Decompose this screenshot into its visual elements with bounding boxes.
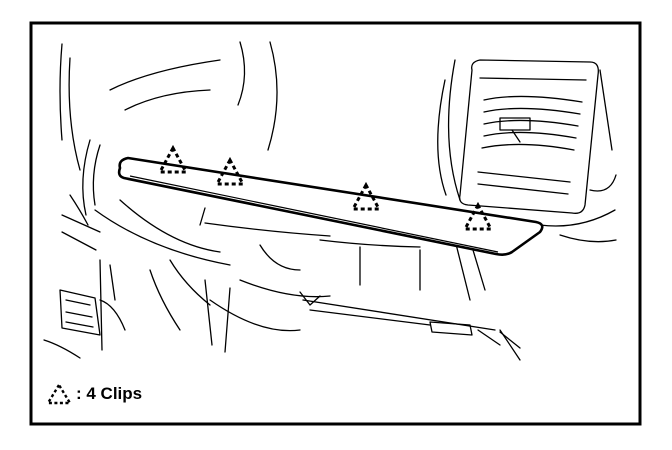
clip-marker xyxy=(157,144,189,174)
clip-marker xyxy=(214,156,246,186)
clip-markers xyxy=(157,144,494,231)
diagram-frame xyxy=(29,21,642,426)
clip-marker xyxy=(350,181,382,211)
dashed-triangle-icon xyxy=(46,382,72,405)
background-line-art xyxy=(43,41,617,361)
legend-label: : 4 Clips xyxy=(76,384,143,403)
clip-marker xyxy=(462,201,494,231)
trim-panel xyxy=(117,156,544,256)
legend: : 4 Clips xyxy=(46,382,142,406)
